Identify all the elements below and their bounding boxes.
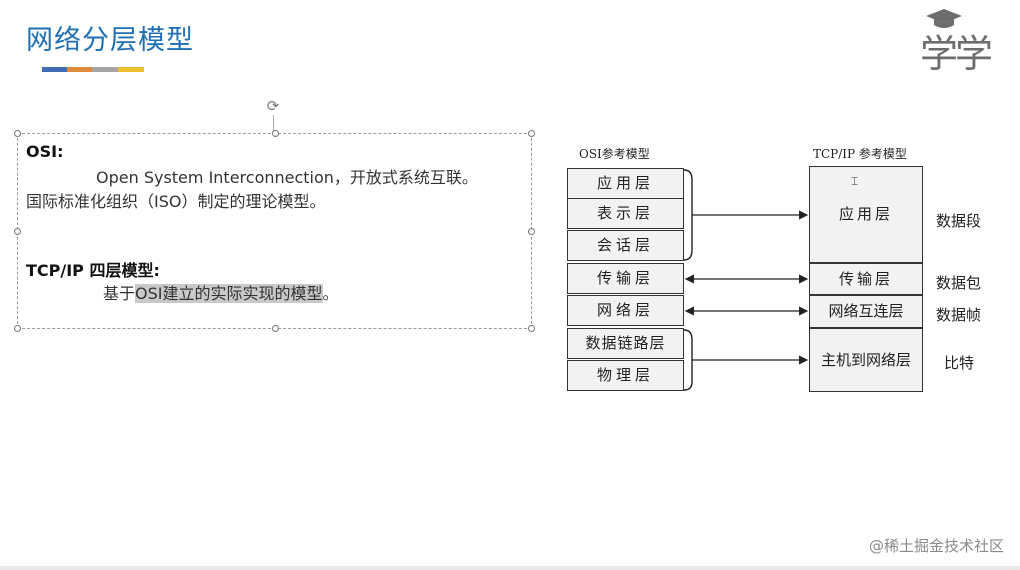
resize-handle-bottom[interactable] (272, 325, 279, 332)
rotate-handle-stem (273, 115, 274, 133)
osi-layer-presentation: 表示层 (567, 198, 684, 229)
graduation-cap-icon (926, 9, 962, 28)
tcp-layer-internet: 网络互连层 (809, 295, 923, 328)
tcp-layer-transport: 传输层 (809, 263, 923, 295)
unit-segment: 数据段 (936, 212, 982, 230)
slide-title: 网络分层模型 (26, 25, 194, 56)
osi-layer-application: 应用层 (567, 168, 684, 199)
rotate-handle-icon[interactable]: ⟳ (266, 97, 280, 115)
osi-layer-network: 网络层 (567, 295, 684, 326)
selected-textbox[interactable]: OSI: Open System Interconnection，开放式系统互联… (14, 130, 535, 332)
network-layer-diagram: OSI参考模型 TCP/IP 参考模型 应用层 表示层 会话层 传输层 网络层 … (555, 130, 1005, 410)
unit-frame: 数据帧 (936, 306, 982, 324)
osi-line-2: 国际标准化组织（ISO）制定的理论模型。 (26, 192, 326, 211)
selected-text-highlight[interactable]: OSI建立的实际实现的模型 (135, 284, 323, 303)
logo-text: 学学 (920, 32, 993, 76)
title-underline (42, 67, 144, 72)
unit-bit: 比特 (944, 354, 975, 372)
resize-handle-top-left[interactable] (14, 130, 21, 137)
tcp-heading: TCP/IP 四层模型: (26, 261, 160, 280)
unit-packet: 数据包 (936, 274, 982, 292)
osi-layer-datalink: 数据链路层 (567, 328, 684, 359)
brace-upper (683, 169, 693, 261)
tcp-line-suffix: 。 (322, 284, 339, 303)
tcp-layer-application: 应用层 (809, 166, 923, 263)
tcp-line-prefix: 基于 (103, 284, 136, 303)
watermark: @稀土掘金技术社区 (868, 537, 1004, 555)
resize-handle-bottom-left[interactable] (14, 325, 21, 332)
mouse-cursor-icon: ⌶ (851, 174, 859, 188)
resize-handle-right[interactable] (528, 228, 535, 235)
osi-heading: OSI: (26, 142, 64, 161)
osi-column-header: OSI参考模型 (579, 147, 650, 161)
resize-handle-top-right[interactable] (528, 130, 535, 137)
brand-logo: 学学 (920, 5, 1002, 76)
tcp-line: 基于OSI建立的实际实现的模型。 (103, 280, 339, 304)
osi-layer-physical: 物理层 (567, 360, 684, 391)
tcp-column-header: TCP/IP 参考模型 (813, 147, 907, 161)
bottom-strip (0, 566, 1020, 570)
osi-line-1: Open System Interconnection，开放式系统互联。 (96, 168, 478, 187)
resize-handle-top[interactable] (272, 130, 279, 137)
resize-handle-left[interactable] (14, 228, 21, 235)
tcp-layer-host-to-network: 主机到网络层 (809, 328, 923, 392)
osi-layer-transport: 传输层 (567, 263, 684, 294)
osi-layer-session: 会话层 (567, 230, 684, 261)
resize-handle-bottom-right[interactable] (528, 325, 535, 332)
brace-lower (683, 329, 693, 391)
